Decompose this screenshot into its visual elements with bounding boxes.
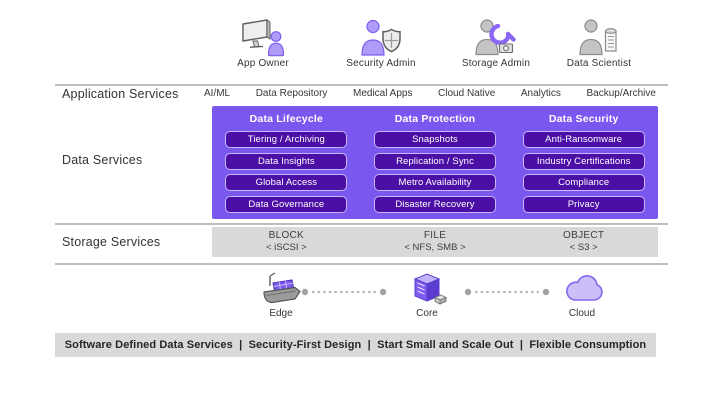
storage-col-block: BLOCK < iSCSI > [212,227,361,257]
app-item: Cloud Native [438,88,496,99]
persona-label: App Owner [237,58,289,69]
pill: Metro Availability [374,174,496,191]
pill: Tiering / Archiving [225,131,348,148]
pill: Privacy [522,195,645,213]
data-lifecycle-column: Data Lifecycle Tiering / Archiving Data … [212,106,361,219]
persona-storage-admin: Storage Admin [441,17,551,69]
app-owner-icon [242,19,285,57]
security-admin-icon [361,19,401,56]
infra-node-core: Core [382,270,472,319]
app-item: Analytics [520,88,561,99]
storage-protocol: < S3 > [569,242,598,254]
app-item: Medical Apps [352,88,413,99]
storage-services-panel: BLOCK < iSCSI > FILE < NFS, SMB > OBJECT… [212,227,658,257]
data-services-label: Data Services [62,153,143,167]
pill: Compliance [522,174,645,191]
core-cloud-connector [464,288,550,296]
storage-admin-icon [475,19,516,56]
datacenter-icon [413,273,448,305]
persona-security-admin: Security Admin [326,17,436,69]
persona-label: Data Scientist [566,58,632,69]
storage-col-object: OBJECT < S3 > [509,227,658,257]
app-item: Data Repository [255,88,328,99]
data-protection-column: Data Protection Snapshots Replication / … [361,106,510,219]
divider-top [55,84,668,86]
pill: Disaster Recovery [374,195,496,213]
divider-bottom [55,263,668,265]
edge-core-connector [301,288,387,296]
app-item: AI/ML [204,88,231,99]
pill: Industry Certifications [522,152,645,170]
app-item: Backup/Archive [586,88,656,99]
pill: Data Insights [225,152,348,170]
infra-label: Core [416,308,438,319]
column-title: Data Security [548,113,619,125]
persona-label: Security Admin [346,58,416,69]
pill-list: Anti-Ransomware Industry Certifications … [522,131,645,217]
value-proposition-bar: Software Defined Data Services | Securit… [55,333,656,357]
column-title: Data Lifecycle [249,113,324,125]
application-services-items: AI/ML Data Repository Medical Apps Cloud… [204,88,656,99]
data-scientist-icon [579,19,617,56]
storage-col-file: FILE < NFS, SMB > [361,227,510,257]
column-title: Data Protection [394,113,476,125]
storage-type: FILE [423,229,447,241]
pill-list: Snapshots Replication / Sync Metro Avail… [374,131,496,217]
data-security-column: Data Security Anti-Ransomware Industry C… [509,106,658,219]
persona-app-owner: App Owner [208,17,318,69]
pill: Global Access [225,174,348,191]
storage-protocol: < NFS, SMB > [404,242,466,254]
data-services-panel: Data Lifecycle Tiering / Archiving Data … [212,106,658,219]
infra-label: Edge [269,308,293,319]
cloud-icon [566,275,603,301]
storage-type: OBJECT [563,229,605,241]
pill: Anti-Ransomware [522,131,645,148]
infra-node-cloud: Cloud [537,270,627,319]
storage-protocol: < iSCSI > [266,242,307,254]
persona-data-scientist: Data Scientist [544,17,654,69]
pill: Snapshots [374,131,496,148]
infra-node-edge: Edge [236,270,326,319]
pill: Replication / Sync [374,152,496,170]
storage-services-label: Storage Services [62,235,161,249]
storage-type: BLOCK [268,229,305,241]
pill-list: Tiering / Archiving Data Insights Global… [225,131,348,217]
pill: Data Governance [225,195,348,213]
persona-label: Storage Admin [461,58,531,69]
divider-middle [55,223,668,225]
infra-label: Cloud [568,308,596,319]
application-services-label: Application Services [62,87,179,101]
ship-icon [263,272,301,304]
